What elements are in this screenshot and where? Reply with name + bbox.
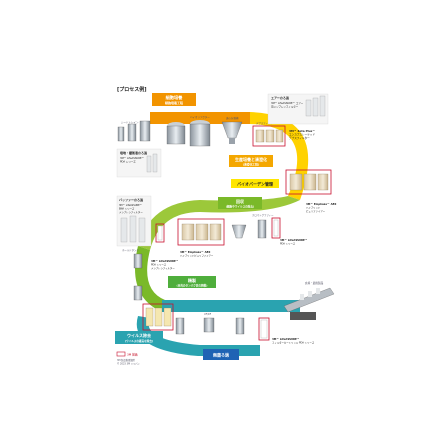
stage-subtitle: (清澄化工程) (243, 163, 260, 167)
panel-title: 培地・緩衝液のろ過 (120, 150, 148, 155)
stage-sterile: 無菌ろ過 (203, 349, 239, 360)
panel-line: PDA シリーズ (120, 160, 136, 164)
panel-title: エアーのろ過 (271, 95, 290, 100)
panel-line: 3M™ LifeASSURE™ (119, 204, 142, 207)
panel-title: バッファーのろ過 (119, 197, 144, 202)
stage-title: 回収 (236, 198, 244, 204)
legend-title: 3M 製品 (127, 353, 138, 357)
zeta-plus-description: 3M™ Zeta Plus™ エンカプスレーテッド デプスフィルター (289, 129, 315, 140)
legend: 3M 製品 3M 製品推奨箇所 © 2023 3M ジャパン (116, 351, 141, 366)
seed-train: シードトレイン (117, 120, 151, 142)
centrifuge: 遠心分離機 (221, 116, 243, 144)
product-line: デプスフィルター (289, 136, 310, 140)
stage-title: 生産培養と清澄化 (235, 156, 267, 162)
pda-left (155, 223, 165, 243)
product-line: メンブレンフィルター (151, 266, 175, 270)
stage-subtitle: 細胞培養工程 (164, 100, 183, 105)
uf-label: UF/DF (204, 313, 212, 316)
hold-tank-label: ホールドタンク (122, 248, 139, 252)
product-line: 3M™ LifeASSURE™ (280, 238, 307, 242)
stage-subtitle: (細胞やウイルスの除去) (226, 205, 254, 209)
hold-tanks: ホールドタンク (122, 248, 143, 301)
stage-bioburden: バイオバーデン管理 (231, 179, 279, 188)
panel-line: 3M™ LifeASSURE™ (120, 156, 144, 160)
stage-harvest: 生産培養と清澄化 (清澄化工程) (229, 155, 273, 167)
stage-title: 精製 (188, 277, 196, 283)
legend-note: © 2023 3M ジャパン (117, 362, 141, 366)
product-line: PDA シリーズ (151, 263, 167, 267)
sterile-filter: 3M™ LifeASSURE™ フィルターカートリッジ PDA シリーズ (258, 317, 315, 345)
product-line: 3M™ LifeASSURE™ (151, 259, 178, 263)
product-line: PDA シリーズ (280, 242, 296, 246)
stage-title: バイオバーデン管理 (237, 181, 273, 187)
product-line: 3M™ LifeASSURE™ (272, 337, 299, 341)
stage-title: 無菌ろ過 (213, 352, 230, 358)
stage-title: ウイルス除去 (127, 332, 151, 338)
product-line: フィルターカートリッジ PDA シリーズ (272, 341, 315, 345)
viral-filters (142, 303, 174, 331)
product-line: 3M™ Zeta Plus™ (289, 129, 315, 133)
chromatography-label: クロマトグラフィー (252, 213, 274, 217)
stage-subtitle: (目的のタンパク質の精製) (177, 284, 208, 288)
stage-title: 細胞培養 (166, 94, 184, 101)
product-line: エンカプスレーテッド (289, 133, 315, 137)
centrifuge-label: 遠心分離機 (226, 116, 239, 120)
pda-mid-description: 3M™ LifeASSURE™ PDA シリーズ メンブレンフィルター (151, 259, 178, 270)
product-line: ピュリファイアー (306, 209, 326, 213)
depth-filter-label: デプスフィルター (256, 121, 276, 125)
bioreactor: バイオリアクター (166, 115, 210, 147)
process-label: [プロセス例] (117, 86, 147, 93)
legend-note: 3M 製品推奨箇所 (117, 358, 136, 362)
emphaze-description-right: 3M™ Emphaze™ AEX ハイブリッド ピュリファイアー (306, 202, 336, 213)
pda-top-right: 3M™ LifeASSURE™ PDA シリーズ (271, 217, 307, 246)
product-line: 3M™ Emphaze™ AEX (180, 250, 210, 254)
emphaze-purifier: 3M™ Emphaze™ AEX ハイブリッドピュリファイアー (177, 218, 225, 258)
stage-viral-removal: ウイルス除去 (ウイルスの確実な除去) (115, 331, 163, 344)
stage-cell-culture: 細胞培養 細胞培養工程 (152, 93, 196, 106)
product-line: 3M™ Emphaze™ AEX (306, 202, 336, 206)
flow-band (135, 112, 309, 356)
stage-subtitle: (ウイルスの確実な除去) (125, 339, 153, 343)
panel-line: BNA シリーズ (119, 207, 135, 211)
stage-purification: 精製 (目的のタンパク質の精製) (168, 276, 216, 288)
uf-df: UF/DF (175, 313, 245, 335)
product-line: ハイブリッド (306, 206, 321, 210)
chromatography: クロマトグラフィー (231, 213, 274, 239)
panel-buffer-filter: バッファーのろ過 3M™ LifeASSURE™ BNA シリーズ メンブレンフ… (116, 195, 152, 247)
panel-media-filter: 培地・緩衝液のろ過 3M™ LifeASSURE™ PDA シリーズ (116, 148, 162, 178)
bioreactor-label: バイオリアクター (190, 115, 210, 119)
panel-line: メンブレンフィルター (119, 210, 143, 214)
product-line: ハイブリッドピュリファイアー (180, 254, 214, 258)
filling-label: 充填・最終製品 (305, 281, 324, 285)
bioburden-filter (285, 169, 332, 195)
filling-line: 充填・最終製品 (283, 281, 335, 320)
panel-line: 用メンブレンフィルター (271, 105, 299, 109)
panel-air-filter: エアーのろ過 3M™ LifeASSURE™ エアー 用メンブレンフィルター (267, 93, 329, 125)
seed-label: シードトレイン (121, 121, 139, 124)
panel-line: 3M™ LifeASSURE™ エアー (271, 101, 304, 105)
zeta-plus-filter: デプスフィルター (252, 121, 286, 147)
stage-recovery: 回収 (細胞やウイルスの除去) (218, 197, 262, 209)
